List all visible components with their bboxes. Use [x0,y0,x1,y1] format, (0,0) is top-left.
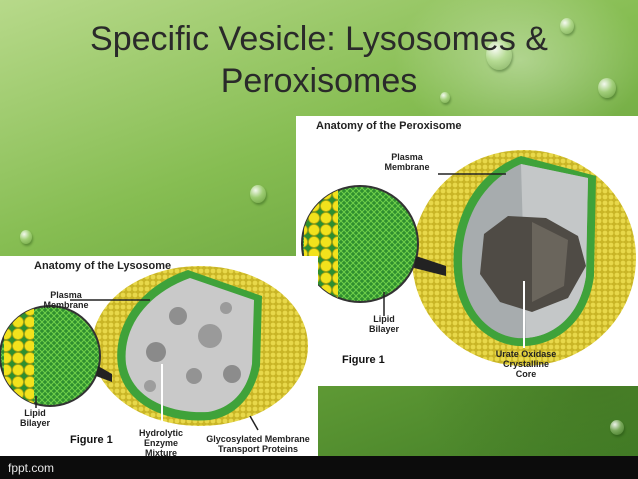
lysosome-bilayer-lipid-heads [4,308,34,406]
magnifier-connector [414,256,446,276]
footer-bar: fppt.com [0,456,638,479]
water-drop [486,40,512,70]
lysosome-plasma-membrane-label: Plasma Membrane [43,290,89,310]
crystalline-core-face [532,222,568,302]
peroxisome-lipid-bilayer-label: Lipid Bilayer [368,314,400,334]
lysosome-figure: Anatomy of the Lysosome Plasma Membrane … [0,256,318,458]
enzyme-granule [169,307,187,325]
peroxisome-figure-caption: Figure 1 [342,354,385,366]
lysosome-illustration [0,266,308,431]
water-drop [250,185,266,203]
enzyme-granule [146,342,166,362]
glyco-pointer [249,415,259,431]
peroxisome-plasma-membrane-label: Plasma Membrane [384,152,430,172]
lysosome-magnifier-connector [96,366,112,382]
water-drop [598,78,616,98]
water-drop [440,92,450,103]
lysosome-lipid-bilayer-label: Lipid Bilayer [19,408,51,428]
enzyme-granule [144,380,156,392]
enzyme-granule [223,365,241,383]
slide-title-line-2: Peroxisomes [220,62,418,100]
glycosylated-proteins-label: Glycosylated Membrane Transport Proteins [206,434,310,454]
urate-oxidase-label: Urate Oxidase Crystalline Core [495,349,557,379]
enzyme-granule [186,368,202,384]
peroxisome-illustration [301,150,636,366]
peroxisome-figure: Anatomy of the Peroxisome Plasma Membran… [296,116,638,386]
slide-title: Specific Vesicle: Lysosomes & Peroxisome… [0,18,638,102]
enzyme-granule [198,324,222,348]
lysosome-figure-caption: Figure 1 [70,434,113,446]
lysosome-title: Anatomy of the Lysosome [34,260,172,272]
enzyme-granule [220,302,232,314]
water-drop [20,230,32,244]
peroxisome-title: Anatomy of the Peroxisome [316,120,462,132]
footer-brand: fppt.com [8,461,55,475]
hydrolytic-enzyme-label: Hydrolytic Enzyme Mixture [138,428,183,458]
water-drop [560,18,574,34]
slide-title-line-1: Specific Vesicle: Lysosomes & [90,20,548,58]
water-drop [610,420,624,435]
